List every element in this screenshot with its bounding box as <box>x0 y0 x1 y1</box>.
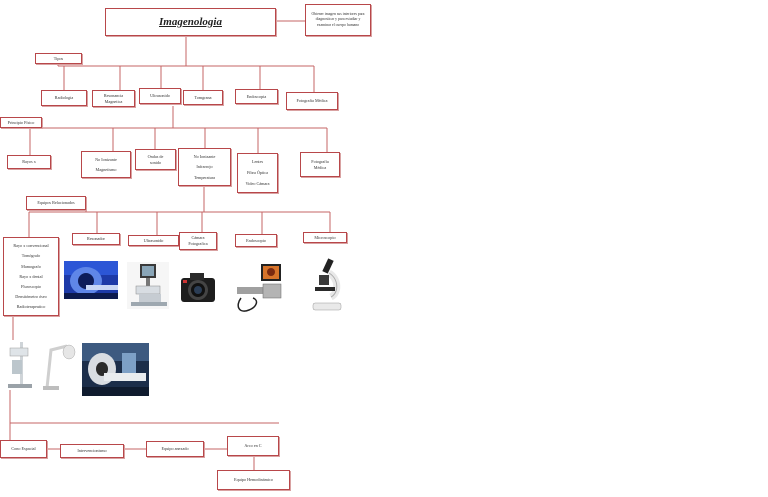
arco-en-c: Arco en C <box>227 436 279 456</box>
principio-ondas-sonido: Ondas de sonido <box>135 149 176 170</box>
equipo-microscopio: Microscopio <box>303 232 347 243</box>
principio-lentes: Lentes Fibra Óptica Video Cámara <box>237 153 278 193</box>
principio-label: Principio Físico <box>0 117 42 128</box>
tipo-resonancia: Resonancia Magnetica <box>92 90 135 107</box>
list-item: Fluroscopio <box>20 283 41 289</box>
equipo-anexado: Equipo anexado <box>146 441 204 457</box>
camera-image <box>181 273 215 302</box>
microscope-image <box>309 257 347 313</box>
endoscope-image <box>233 262 284 315</box>
list-item: Mamografo <box>21 263 41 269</box>
resonator-image <box>64 261 118 299</box>
equipo-camara: Cámara Fotografica <box>179 232 217 250</box>
equipo-resonador: Resonador <box>72 233 120 245</box>
dental-xray-image <box>39 340 79 392</box>
intervencionismo: Intervencionismo <box>60 444 124 458</box>
ultrasound-image <box>127 262 169 309</box>
tipo-endoscopia: Endoscopia <box>235 89 278 104</box>
principio-fotografia-medica: Fotografía Médica <box>300 152 340 177</box>
equipos-label: Equipos Relacionados <box>26 196 86 210</box>
objective-text: Obtener imagen sus interiores para diagn… <box>311 12 365 27</box>
tipo-ultrasonido: Ultrasonido <box>139 88 181 104</box>
list-item: Rayo x dental <box>19 273 43 279</box>
list-item: Radioterapeutico <box>16 304 46 310</box>
list-item: Rayo x convencional <box>13 243 49 249</box>
list-item: Tomógrafo <box>21 253 41 259</box>
equipo-endoscopia: Endoscopio <box>235 234 277 247</box>
principio-no-ionizante-infrarrojo: No Ionizante Infrarrojo Temperatura <box>178 148 231 186</box>
tipo-radiologia: Radiologia <box>41 90 87 106</box>
equipos-list: Rayo x convencional Tomógrafo Mamografo … <box>3 237 59 316</box>
tipos-label: Tipos <box>35 53 82 64</box>
equipo-ultrasonido: Ultrasonido <box>128 235 179 246</box>
principio-no-ionizante-magnetismo: No Ionizante Magnetismo <box>81 151 131 178</box>
title-text: Imagenologia <box>159 15 222 28</box>
principio-rayos-x: Rayos x <box>7 155 51 169</box>
tipo-fotografia-medica: Fotografia Médica <box>286 92 338 110</box>
title-box: Imagenologia <box>105 8 276 36</box>
objective-box: Obtener imagen sus interiores para diagn… <box>305 4 371 36</box>
tipo-tomgrana: Tomgrana <box>183 90 223 105</box>
xray-machine-image <box>6 340 34 390</box>
tomograph-room-image <box>82 343 149 396</box>
cono-espacial: Cono Espacial <box>0 440 47 458</box>
list-item: Densitómetro óseo <box>15 293 47 299</box>
equipo-hemodinamico: Equipo Hemodinámico <box>217 470 290 490</box>
